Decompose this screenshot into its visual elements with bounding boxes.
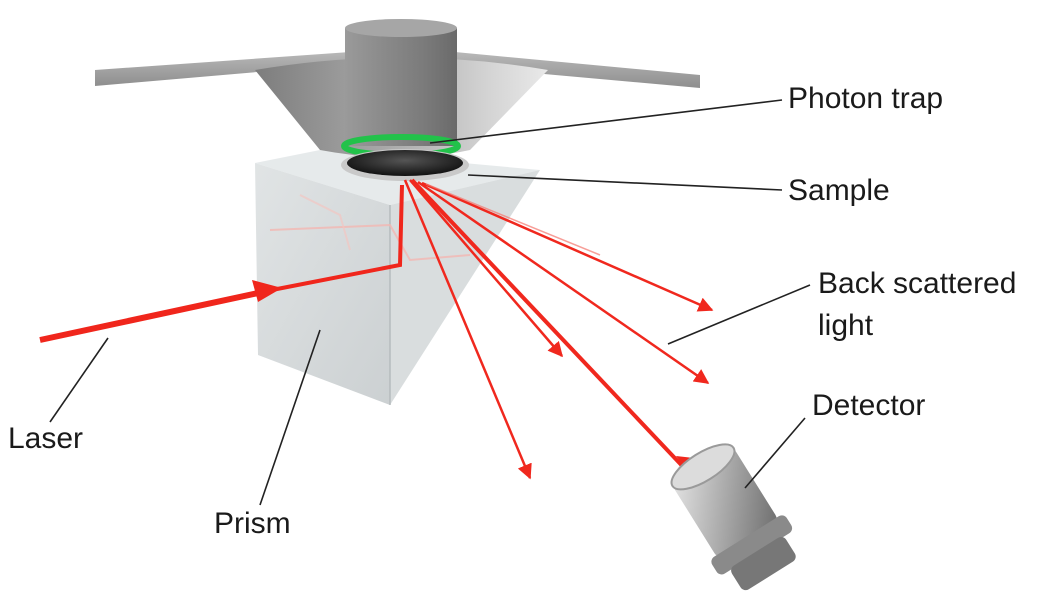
photon-trap-assembly: [95, 19, 700, 181]
detector-face: [670, 443, 736, 491]
scatter-ray: [403, 179, 532, 480]
labels: Photon trap Sample Back scattered light …: [8, 82, 1016, 540]
laser-arrowhead: [252, 280, 282, 302]
label-photon-trap: Photon trap: [788, 82, 943, 115]
photon-trap-cylinder: [345, 28, 457, 146]
laser-in-prism: [271, 184, 404, 292]
scatter-ray-to-detector: [410, 178, 690, 474]
label-back-scattered-line2: light: [818, 309, 874, 342]
leader-back-scattered: [667, 284, 811, 345]
prism-side-face: [390, 170, 540, 405]
leader-laser: [49, 337, 109, 423]
leader-detector: [744, 417, 806, 489]
scatter-ray: [409, 179, 563, 358]
leader-photon-trap: [429, 99, 783, 144]
leader-sample: [467, 174, 783, 191]
leader-prism: [259, 329, 321, 506]
sample-disk: [347, 150, 463, 176]
photon-trap-cylinder-top: [345, 19, 457, 37]
laser-beam: [39, 184, 404, 343]
prism-front-face: [255, 163, 390, 405]
flange-left: [95, 52, 350, 86]
leader-lines: [49, 99, 811, 506]
prism-internal-reflection: [299, 194, 351, 251]
label-back-scattered-line1: Back scattered: [818, 267, 1016, 300]
label-detector: Detector: [812, 389, 925, 422]
label-sample: Sample: [788, 174, 890, 207]
detector-base: [731, 537, 796, 591]
scatter-ray-faint: [425, 183, 601, 256]
flange-right: [455, 52, 700, 88]
laser-incoming: [39, 287, 273, 343]
scatter-ray: [421, 181, 714, 312]
label-laser: Laser: [8, 422, 83, 455]
label-prism: Prism: [214, 507, 291, 540]
detector: [670, 443, 796, 591]
scatter-ray: [417, 180, 710, 385]
detector-collar: [711, 515, 793, 575]
prism: [255, 150, 540, 405]
